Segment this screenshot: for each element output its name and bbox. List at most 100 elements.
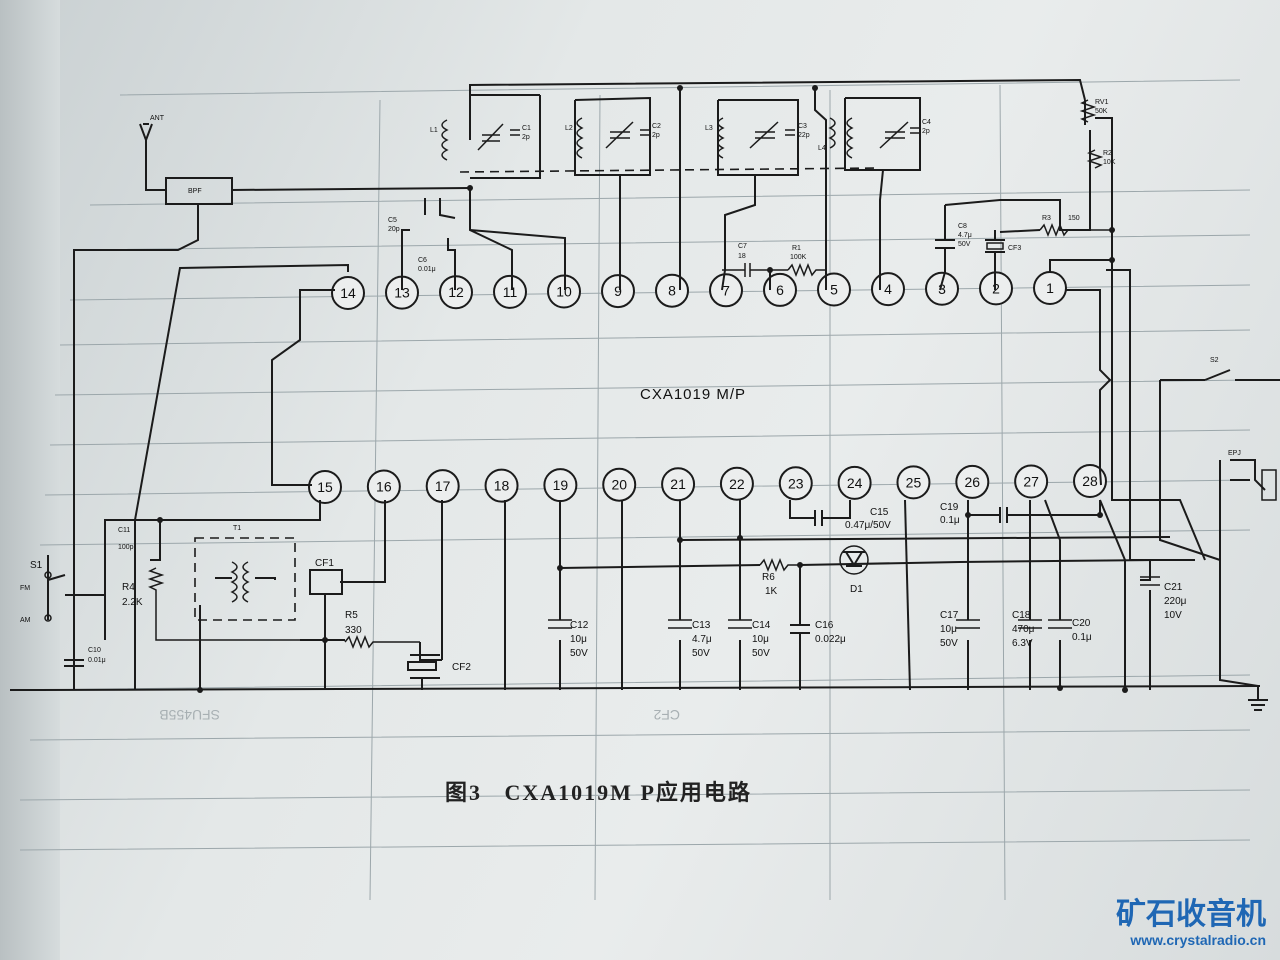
show-through-text: SFU455B (159, 707, 220, 723)
label-r3-value: 150 (1068, 215, 1080, 222)
label-c14-value: 10μ (752, 634, 769, 645)
ic-pin-label: 7 (722, 282, 730, 298)
label-t1: T1 (233, 525, 241, 532)
ic-pin-label: 25 (906, 474, 922, 490)
label-ant: ANT (150, 115, 165, 122)
label-c8: C8 (958, 223, 967, 230)
label-c6-value: 0.01μ (418, 266, 436, 273)
ic-pin-label: 14 (340, 285, 356, 301)
ic-pin-label: 3 (938, 281, 946, 297)
label-c16-value: 0.022μ (815, 634, 846, 645)
label-r2: R2 (1103, 150, 1112, 157)
label-c13-value: 4.7μ (692, 634, 712, 645)
ic-pin-22 (719, 466, 754, 501)
coil-l4 (846, 117, 854, 159)
label-r6-value: 1K (765, 586, 778, 597)
label-am: AM (20, 617, 31, 624)
ic-pin-24 (837, 465, 872, 500)
ic-pin-26 (955, 464, 990, 499)
figure-number: 图3 (445, 780, 483, 805)
ic-pin-28 (1073, 464, 1107, 498)
label-c19: C19 (940, 502, 959, 513)
t1-shield (194, 537, 296, 621)
label-l1: L1 (430, 127, 438, 134)
bpf-box (165, 177, 233, 205)
ic-pin-label: 20 (611, 477, 627, 493)
label-r1: R1 (792, 245, 801, 252)
cf2-box (407, 661, 437, 671)
label-c20-value: 0.1μ (1072, 632, 1092, 643)
ic-pin-label: 5 (830, 282, 838, 298)
ic-pin-label: 8 (668, 283, 676, 299)
label-c18-voltage: 6.3V (1012, 638, 1033, 649)
label-c17-value: 10μ (940, 624, 957, 635)
ic-pin-9 (601, 274, 635, 309)
watermark-url: www.crystalradio.cn (1130, 932, 1266, 948)
ic-pin-label: 26 (965, 474, 981, 490)
label-d1: D1 (850, 584, 863, 595)
label-c10-value: 0.01μ (88, 657, 106, 664)
label-c2: C2 (652, 123, 661, 130)
label-c21: C21 (1164, 582, 1183, 593)
label-c7-value: 18 (738, 253, 746, 260)
junctions (157, 85, 1128, 693)
tank-frame-4 (844, 97, 921, 171)
ic-pin-27 (1014, 464, 1049, 499)
label-r5: R5 (345, 610, 358, 621)
ic-pin-14 (331, 276, 365, 310)
coil-l2 (576, 117, 584, 159)
label-c11-value: 100p (118, 544, 134, 551)
label-rv1: RV1 (1095, 99, 1109, 106)
ic-pin-label: 15 (317, 479, 333, 495)
label-c7: C7 (738, 243, 747, 250)
watermark: 矿石收音机 www.crystalradio.cn (1116, 897, 1266, 949)
show-through-text: CF2 (653, 707, 680, 723)
label-fm: FM (20, 585, 30, 592)
label-r4-value: 2.2K (122, 597, 143, 608)
gang-tuning-link (459, 167, 881, 173)
figure-title: CXA1019M P应用电路 (504, 780, 752, 805)
ic-pin-label: 24 (847, 475, 863, 491)
ic-pin-label: 13 (394, 285, 410, 301)
label-c19-value: 0.1μ (940, 515, 960, 526)
label-r5-value: 330 (345, 625, 362, 636)
label-c12-voltage: 50V (570, 648, 588, 659)
label-bpf: BPF (188, 188, 202, 195)
ic-pin-20 (602, 467, 637, 502)
label-r1-value: 100K (790, 254, 807, 261)
component-labels: ANT BPF L1 C1 2p L2 C2 2p L3 C3 22p L4 C… (20, 99, 1241, 673)
label-c10: C10 (88, 647, 101, 654)
label-c21-value: 220μ (1164, 596, 1187, 607)
label-c3: C3 (798, 123, 807, 130)
label-c4-value: 2p (922, 128, 930, 135)
label-c1: C1 (522, 125, 531, 132)
ic-pin-label: 22 (729, 476, 745, 492)
label-c2-value: 2p (652, 132, 660, 139)
watermark-title: 矿石收音机 (1116, 897, 1266, 932)
label-c14: C14 (752, 620, 771, 631)
ic-pin-label: 10 (556, 283, 572, 299)
label-c3-value: 22p (798, 132, 810, 139)
ic-pin-18 (484, 468, 519, 503)
ic-pin-11 (493, 274, 527, 309)
label-s2: S2 (1210, 357, 1219, 364)
label-cf1: CF1 (315, 558, 334, 569)
label-c18: C18 (1012, 610, 1031, 621)
label-r2-value: 10K (1103, 159, 1116, 166)
coil-l1 (441, 119, 449, 161)
label-c5-value: 20p (388, 226, 400, 233)
label-c8-value: 4.7μ (958, 232, 972, 239)
label-c18-value: 470μ (1012, 624, 1035, 635)
label-l2: L2 (565, 125, 573, 132)
label-cf2: CF2 (452, 662, 471, 673)
ic-pin-label: 17 (435, 478, 451, 494)
label-c15: C15 (870, 507, 889, 518)
tank-frame-1 (469, 94, 541, 179)
ic-pin-label: 9 (614, 283, 622, 299)
ic-pin-label: 4 (884, 281, 892, 297)
label-c17-voltage: 50V (940, 638, 958, 649)
label-r6: R6 (762, 572, 775, 583)
